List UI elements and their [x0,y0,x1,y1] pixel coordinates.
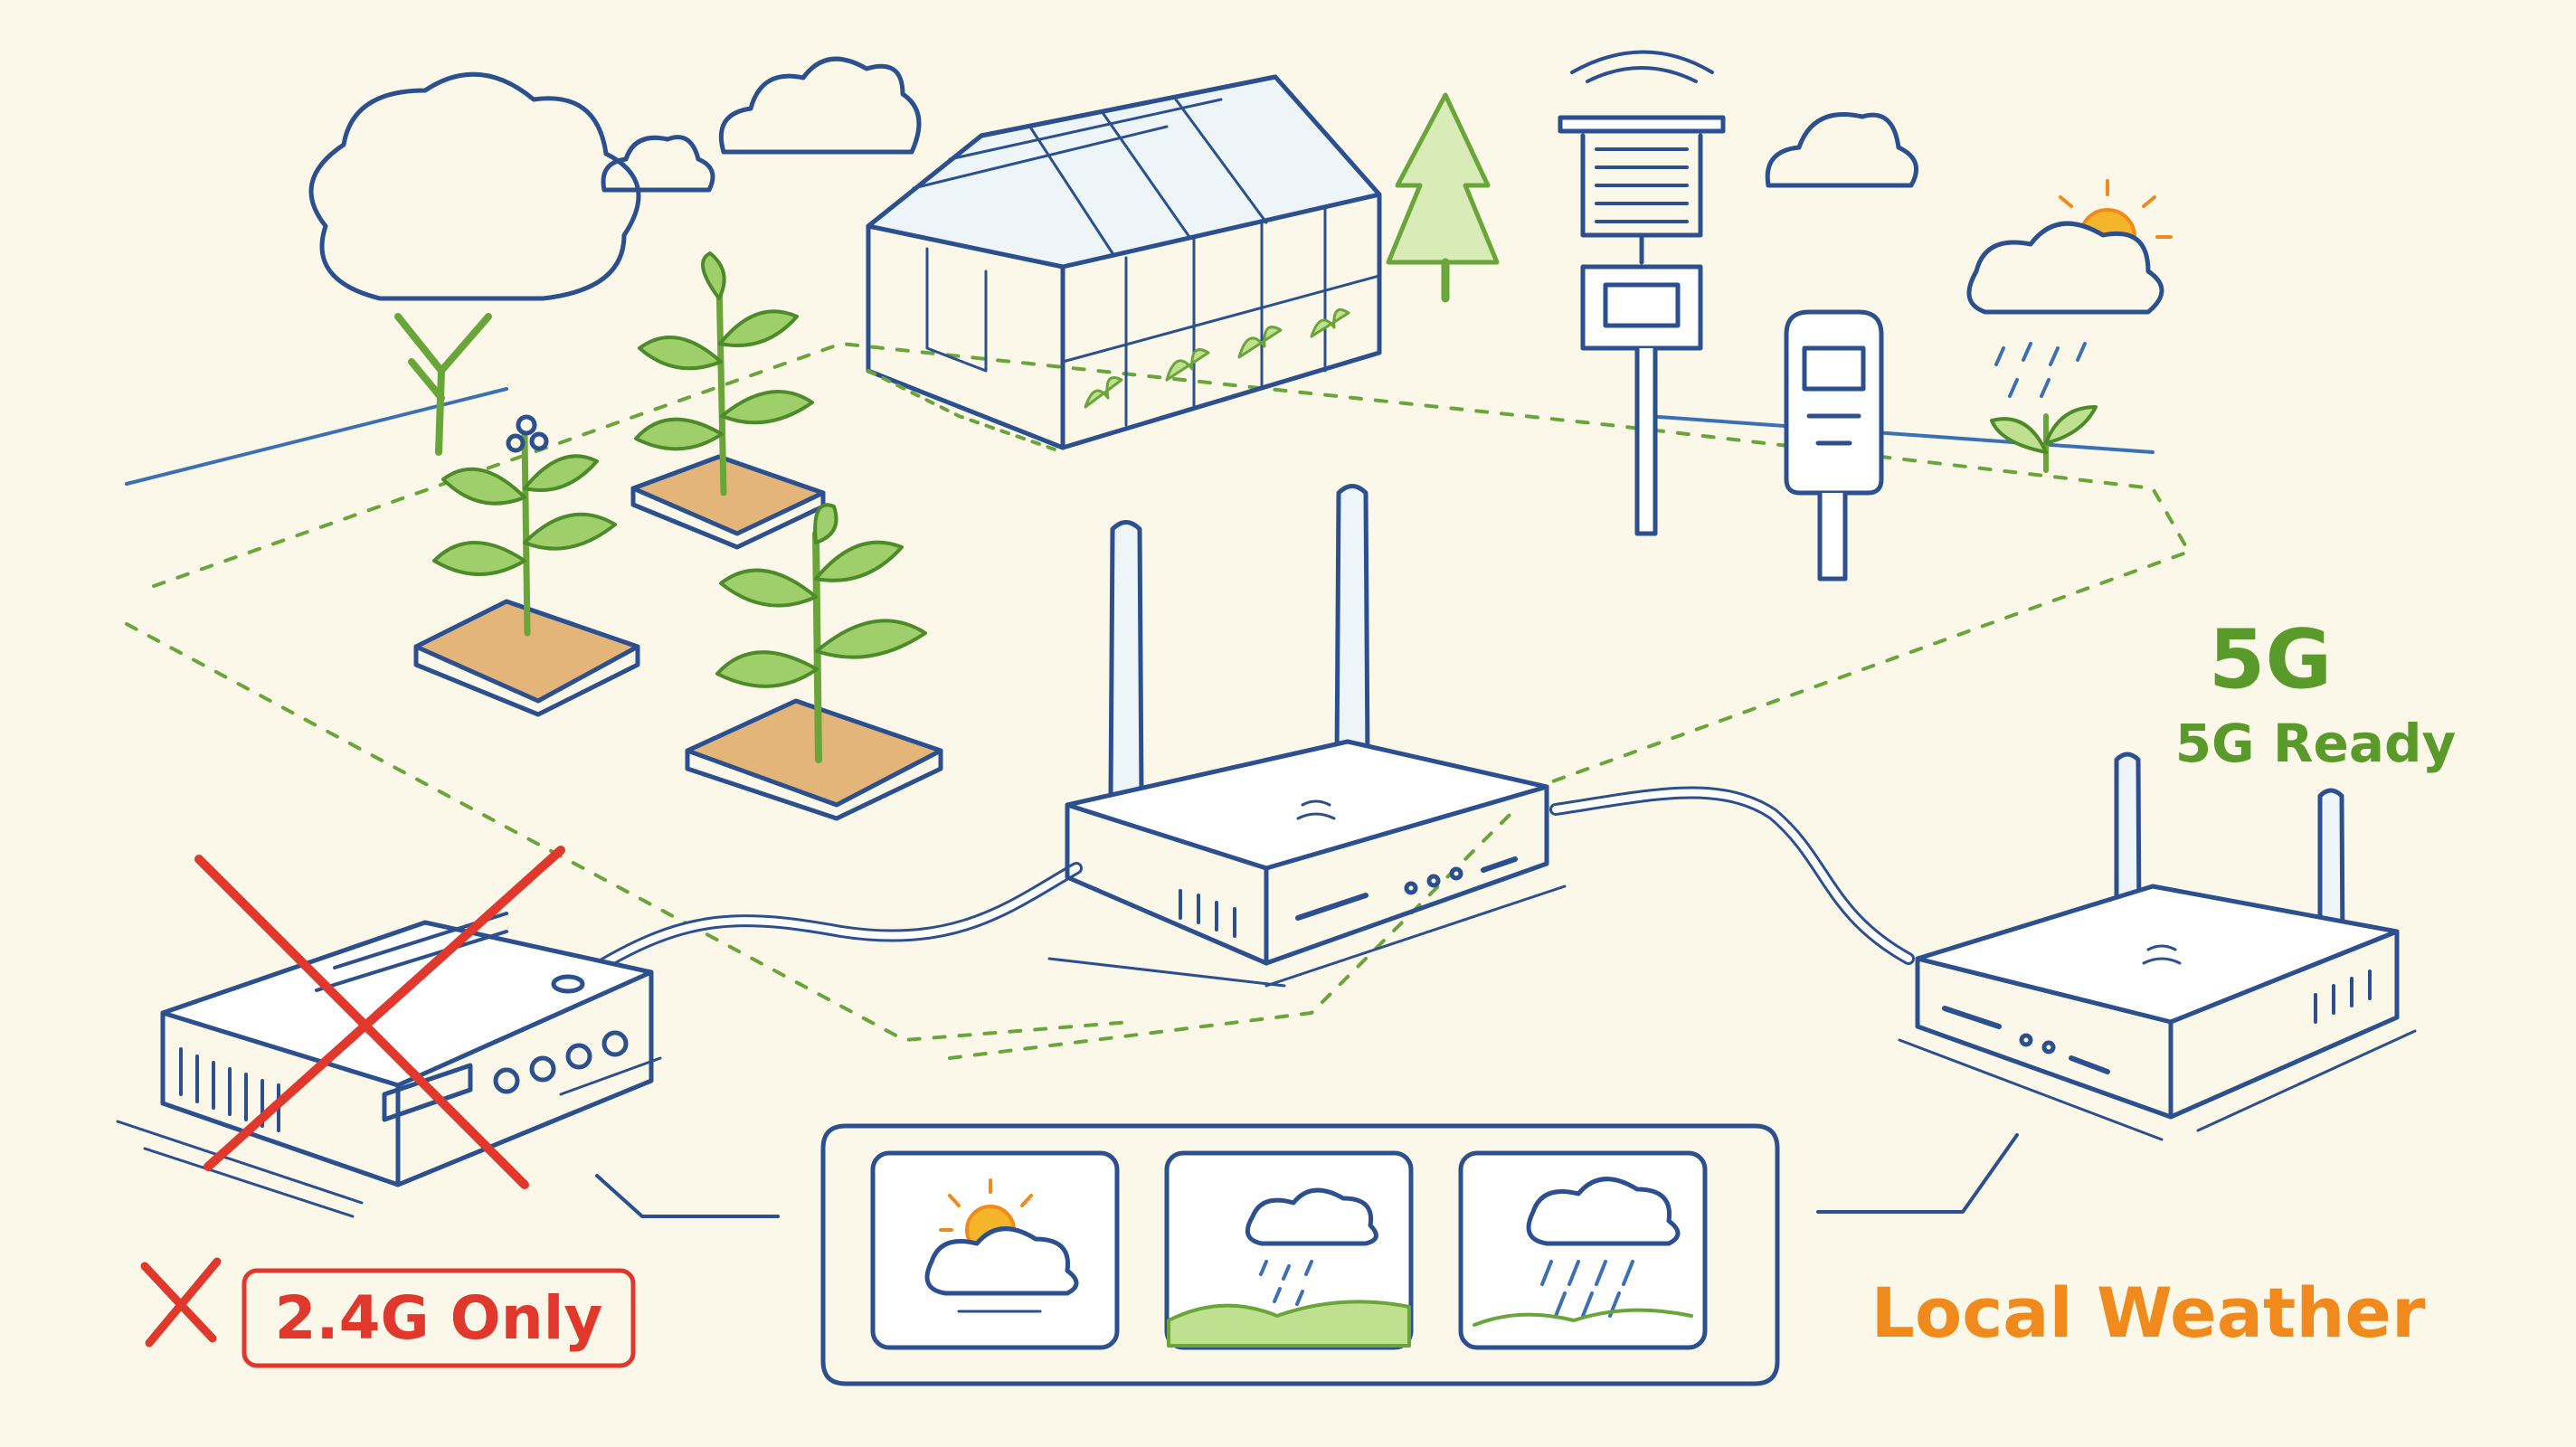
five-g-label: 5G [2209,612,2333,707]
weather-card-2 [1164,1150,1414,1350]
plant-plot-1 [413,414,640,717]
weather-station-icon [1558,50,1726,536]
old-24g-router [116,912,662,1218]
cloud-icon [718,56,922,155]
deciduous-tree-icon [308,71,641,456]
rain-cloud-icon [1473,1177,1693,1327]
five-g-ready-label: 5G Ready [2175,713,2457,774]
sun-behind-cloud-icon [924,1178,1079,1313]
pine-tree-icon [1386,92,1500,303]
central-router [1047,484,1567,988]
two-four-only-label: 2.4G Only [275,1283,603,1353]
plant-plot-3 [685,503,943,821]
cloud-icon [1765,112,1919,188]
two-four-only-badge [140,1257,636,1368]
soil-sensor-icon [1784,309,1884,582]
field-edge-line [1644,414,2155,454]
field-edge-line [125,387,508,486]
5g-router [1898,752,2417,1141]
connector-line [1816,1133,2019,1214]
weather-panel [820,1123,1780,1386]
sky-clouds [601,56,1919,193]
greenhouse-icon [866,74,1382,454]
cloud-icon [601,135,715,193]
weather-card-1 [870,1150,1120,1350]
plant-plot-2 [630,251,826,550]
red-x-icon [140,1257,222,1348]
rain-over-hills-icon [1167,1187,1411,1348]
local-weather-label: Local Weather [1871,1272,2426,1353]
weather-sun-cloud-rain-icon [1966,179,2173,473]
connector-line [595,1174,780,1218]
weather-card-3 [1458,1150,1708,1350]
reject-cross-icon [194,846,565,1189]
